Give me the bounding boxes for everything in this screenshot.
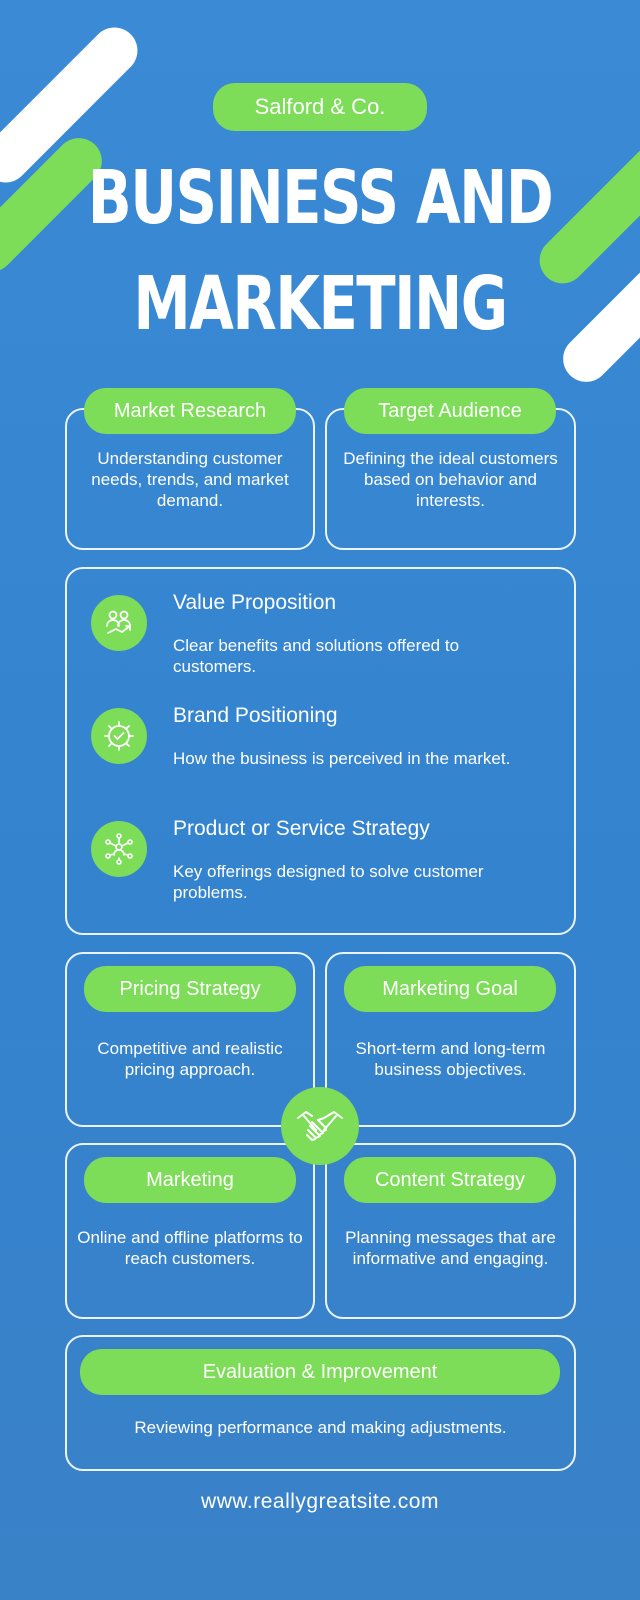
card-label-market-research: Market Research [84,388,296,434]
card-label-marketing: Marketing [84,1157,296,1203]
card-label-content-strategy: Content Strategy [344,1157,556,1203]
handshake-icon [281,1087,359,1165]
feature-title: Product or Service Strategy [173,817,430,840]
card-description: Reviewing performance and making adjustm… [134,1418,507,1437]
feature-title: Value Proposition [173,591,337,614]
card-label-marketing-goal: Marketing Goal [344,966,556,1012]
card-label-target-audience: Target Audience [344,388,556,434]
network-people-icon [91,821,147,877]
card-content-strategy: Planning messages that are informative a… [325,1143,576,1319]
gear-check-icon [91,708,147,764]
card-description: Competitive and realistic pricing approa… [97,1039,283,1079]
feature-brand-positioning: Brand Positioning How the business is pe… [91,682,554,782]
strategy-features-card: Value Proposition Clear benefits and sol… [65,567,576,935]
feature-value-proposition: Value Proposition Clear benefits and sol… [91,569,554,676]
team-arrow-icon [91,595,147,651]
website-url: www.reallygreatsite.com [201,1490,439,1513]
feature-description: Key offerings designed to solve customer… [173,862,484,902]
brand-badge: Salford & Co. [213,83,427,131]
card-description: Defining the ideal customers based on be… [343,449,558,510]
card-marketing: Online and offline platforms to reach cu… [65,1143,315,1319]
feature-description: How the business is perceived in the mar… [173,749,511,768]
card-label-evaluation-improvement: Evaluation & Improvement [80,1349,560,1395]
card-marketing-goal: Short-term and long-term business object… [325,952,576,1127]
card-description: Understanding customer needs, trends, an… [91,449,289,510]
card-description: Short-term and long-term business object… [355,1039,546,1079]
card-pricing-strategy: Competitive and realistic pricing approa… [65,952,315,1127]
feature-product-service-strategy: Product or Service Strategy Key offering… [91,795,554,902]
card-description: Planning messages that are informative a… [345,1228,556,1268]
page-title-line-1: BUSINESS AND [87,155,554,241]
card-market-research: Understanding customer needs, trends, an… [65,408,315,550]
feature-title: Brand Positioning [173,704,338,727]
card-evaluation-improvement: Reviewing performance and making adjustm… [65,1335,576,1471]
page-title-line-2: MARKETING [133,261,508,347]
feature-description: Clear benefits and solutions offered to … [173,636,460,676]
card-description: Online and offline platforms to reach cu… [77,1228,303,1268]
card-label-pricing-strategy: Pricing Strategy [84,966,296,1012]
